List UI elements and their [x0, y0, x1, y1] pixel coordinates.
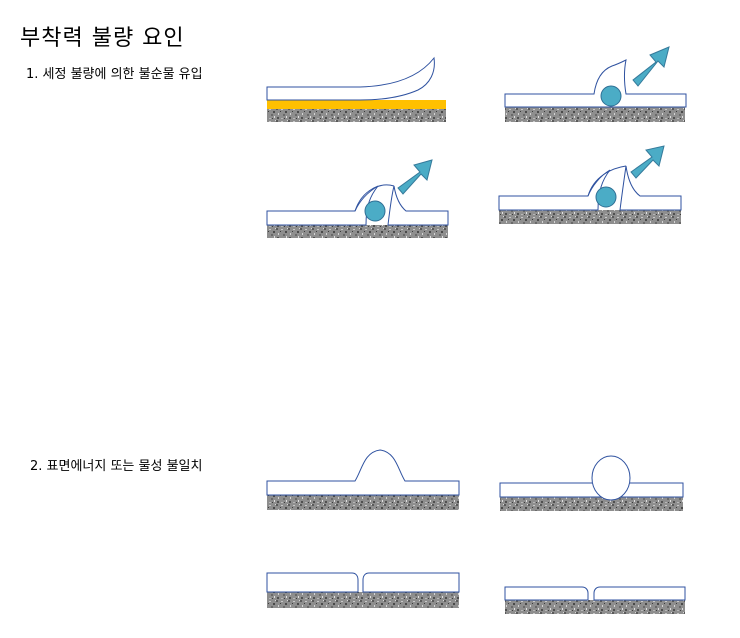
film-left [266, 572, 359, 593]
diagram-2d-split-film [504, 586, 686, 614]
substrate [505, 600, 685, 614]
film-right [362, 572, 460, 593]
escape-arrow [630, 145, 665, 179]
substrate [500, 497, 683, 511]
contaminant-layer [267, 100, 446, 109]
particle [364, 200, 386, 222]
diagram-2a-film-bump [266, 449, 460, 510]
blister-top [354, 184, 395, 212]
particle [595, 186, 617, 208]
film-left [498, 169, 611, 211]
section-1-label: 1. 세정 불량에 의한 불순물 유입 [26, 67, 203, 82]
diagram-1c-particle-escape [266, 159, 449, 238]
film-left [266, 185, 379, 226]
page-title: 부착력 불량 요인 [20, 26, 185, 51]
substrate [499, 210, 681, 224]
blister-top [587, 165, 627, 197]
film [499, 482, 684, 498]
diagram-2b-film-bubble [499, 455, 684, 511]
bubble [591, 455, 631, 501]
diagram-1a-peeling-film [266, 56, 446, 122]
film-with-blister [504, 59, 687, 108]
particle [600, 85, 622, 107]
diagram-2c-split-film [266, 572, 460, 608]
film-with-bump [266, 449, 460, 496]
escape-arrow [397, 159, 433, 195]
substrate [267, 592, 459, 608]
substrate [267, 109, 446, 122]
film-left [504, 586, 589, 601]
peeling-film [266, 56, 435, 101]
substrate [267, 495, 459, 510]
substrate [267, 225, 448, 238]
diagram-1d-particle-escape [498, 145, 682, 224]
diagram-1b-particle-escape [504, 46, 687, 122]
section-2-label: 2. 표면에너지 또는 물성 불일치 [30, 459, 203, 474]
film-right [593, 586, 686, 601]
film-right [387, 185, 449, 226]
substrate [505, 107, 685, 122]
escape-arrow [632, 46, 670, 87]
film-right [619, 165, 682, 211]
